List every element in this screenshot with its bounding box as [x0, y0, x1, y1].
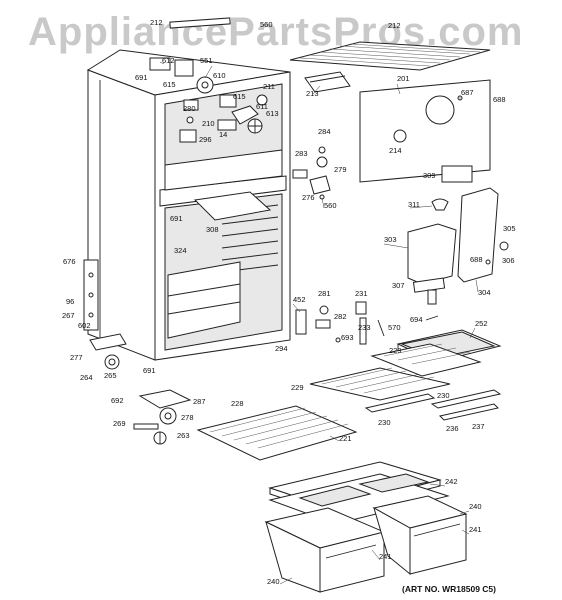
part-label-241a: 241 — [469, 525, 482, 534]
part-label-296: 296 — [199, 135, 212, 144]
part-label-267: 267 — [62, 311, 75, 320]
part-label-252: 252 — [475, 319, 488, 328]
part-label-210: 210 — [202, 119, 215, 128]
part-label-212b: 212 — [388, 21, 401, 30]
part-label-212: 212 — [150, 18, 163, 27]
part-label-694: 694 — [410, 315, 423, 324]
part-label-277: 277 — [70, 353, 83, 362]
part-label-237: 237 — [472, 422, 485, 431]
part-label-602: 602 — [78, 321, 91, 330]
part-label-306: 306 — [502, 256, 515, 265]
part-label-14: 14 — [219, 130, 227, 139]
part-label-263: 263 — [177, 431, 190, 440]
part-label-688a: 688 — [493, 95, 506, 104]
part-label-236: 236 — [446, 424, 459, 433]
part-label-612: 612 — [162, 56, 175, 65]
part-label-294: 294 — [275, 344, 288, 353]
air-tower — [407, 187, 509, 305]
part-label-307: 307 — [392, 281, 405, 290]
part-label-230b: 230 — [378, 418, 391, 427]
part-label-228: 228 — [231, 399, 244, 408]
lower-left-parts — [133, 389, 192, 445]
part-label-278: 278 — [181, 413, 194, 422]
part-label-279: 279 — [334, 165, 347, 174]
part-label-693: 693 — [341, 333, 354, 342]
part-label-213: 213 — [306, 89, 319, 98]
part-label-264: 264 — [80, 373, 93, 382]
part-label-240b: 240 — [267, 577, 280, 586]
part-label-303: 303 — [384, 235, 397, 244]
part-label-570: 570 — [388, 323, 401, 332]
part-label-96: 96 — [66, 297, 74, 306]
part-label-241b: 241 — [379, 552, 392, 561]
part-label-305: 305 — [503, 224, 516, 233]
part-label-611: 611 — [256, 102, 268, 111]
part-label-276: 276 — [302, 193, 315, 202]
part-label-691c: 691 — [143, 366, 156, 375]
part-label-221: 221 — [339, 434, 352, 443]
part-label-688b: 688 — [470, 255, 483, 264]
part-label-287: 287 — [193, 397, 206, 406]
part-label-265: 265 — [104, 371, 117, 380]
part-label-615a: 615 — [163, 80, 176, 89]
part-label-269: 269 — [113, 419, 126, 428]
part-label-229b: 229 — [291, 383, 304, 392]
part-label-560a: 560 — [260, 20, 273, 29]
part-label-309: 309 — [423, 171, 436, 180]
freezer-rear-panel — [359, 79, 491, 183]
part-label-560b: 560 — [324, 201, 337, 210]
part-label-281: 281 — [318, 289, 331, 298]
damper-control-parts — [292, 146, 449, 211]
part-label-613: 613 — [266, 109, 279, 118]
part-label-211: 211 — [263, 82, 275, 91]
part-label-230a: 230 — [437, 391, 450, 400]
left-hinge-parts — [83, 259, 127, 370]
part-label-214: 214 — [389, 146, 402, 155]
part-label-283: 283 — [295, 149, 308, 158]
top-wire-shelf — [169, 17, 491, 93]
part-label-201: 201 — [397, 74, 410, 83]
leader-lines — [159, 61, 479, 585]
glass-shelf — [196, 405, 358, 461]
part-label-551: 551 — [200, 56, 213, 65]
part-label-242: 242 — [445, 477, 458, 486]
center-misc-parts — [295, 301, 439, 345]
evaporator-fan-assembly — [149, 57, 268, 143]
part-label-231: 231 — [355, 289, 368, 298]
part-label-324: 324 — [174, 246, 187, 255]
part-label-282: 282 — [334, 312, 347, 321]
part-label-452: 452 — [293, 295, 306, 304]
part-label-615b: 615 — [233, 92, 246, 101]
part-label-304: 304 — [478, 288, 491, 297]
part-label-233: 233 — [358, 323, 371, 332]
part-label-691a: 691 — [135, 73, 148, 82]
part-label-308: 308 — [206, 225, 219, 234]
part-label-676: 676 — [63, 257, 76, 266]
cantilever-shelves — [309, 329, 502, 421]
part-label-610: 610 — [213, 71, 226, 80]
part-label-240a: 240 — [469, 502, 482, 511]
part-label-284: 284 — [318, 127, 331, 136]
part-label-692: 692 — [111, 396, 124, 405]
crisper-assembly — [264, 461, 468, 593]
part-label-280: 280 — [183, 104, 196, 113]
part-number-labels: 212 560 212 612 551 691 615 610 213 201 687 688 211 6… — [62, 18, 516, 586]
art-number: (ART NO. WR18509 C5) — [402, 584, 496, 594]
part-label-229a: 229 — [389, 346, 402, 355]
part-label-311: 311 — [408, 200, 420, 209]
part-label-691b: 691 — [170, 214, 183, 223]
part-label-687: 687 — [461, 88, 474, 97]
